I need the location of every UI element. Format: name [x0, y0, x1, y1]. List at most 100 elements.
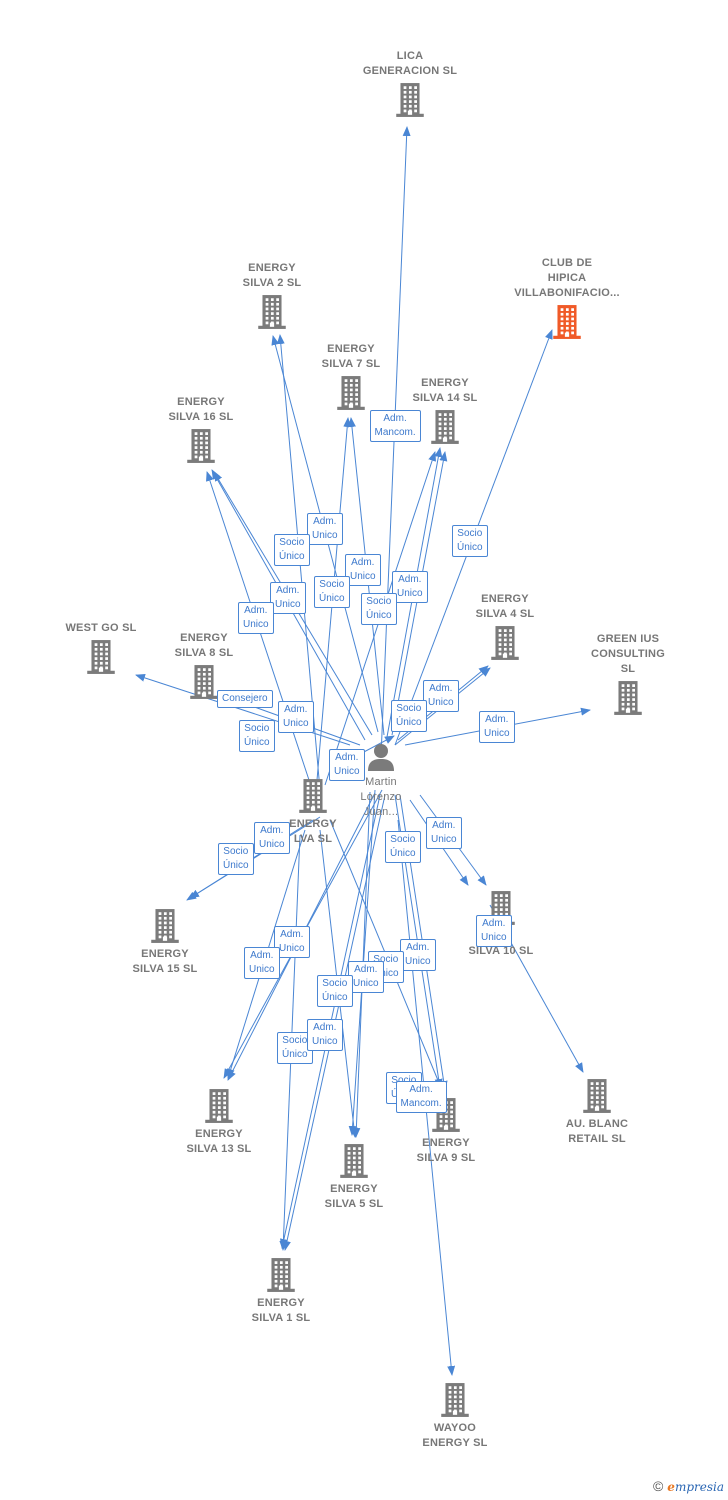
relation-badge[interactable]: Adm.Unico	[345, 554, 381, 586]
relation-badge[interactable]: Adm.Unico	[307, 513, 343, 545]
badge-text: Adm.	[406, 942, 430, 953]
relation-badge[interactable]: Adm.Unico	[476, 915, 512, 947]
badge-text: Adm.	[354, 964, 378, 975]
node-label-line: ENERGY	[289, 818, 337, 830]
badge-text: Socio	[457, 528, 483, 539]
badge-text: Adm.	[485, 714, 509, 725]
relation-badge[interactable]: Adm.Unico	[278, 701, 314, 733]
badge-text: Mancom.	[400, 1098, 442, 1109]
badge-text: Adm.	[335, 752, 359, 763]
badge-text: Unico	[312, 530, 338, 541]
node-label-line: ENERGY	[330, 1183, 378, 1195]
badge-text: Único	[390, 848, 416, 859]
node-label-line: SILVA 4 SL	[475, 608, 535, 620]
node-westgo[interactable]: WEST GO SL	[36, 621, 166, 678]
node-label-line: SILVA 10 SL	[468, 945, 534, 957]
node-label-line: AU. BLANC	[565, 1118, 629, 1130]
edge-19	[189, 816, 321, 899]
node-label-line: ENERGY	[327, 343, 375, 355]
relation-badge[interactable]: Adm.Unico	[307, 1019, 343, 1051]
badge-text: Adm.	[482, 918, 506, 929]
node-label-line: Lorenzo	[360, 791, 402, 803]
node-label-line: ENERGY SL	[422, 1437, 488, 1449]
node-label-line: VILLABONIFACIO...	[514, 287, 620, 299]
building-icon	[431, 410, 459, 444]
relation-badge[interactable]: Adm.Unico	[348, 961, 384, 993]
node-label-line: ENERGY	[248, 262, 296, 274]
node-label-line: SILVA 16 SL	[168, 411, 234, 423]
node-label: ENERGY SILVA 2 SL	[207, 261, 337, 291]
relation-badge[interactable]: Adm.Unico	[244, 947, 280, 979]
node-label-line: ENERGY	[422, 1137, 470, 1149]
badge-text: Socio	[282, 1035, 308, 1046]
badge-text: Unico	[405, 956, 431, 967]
node-label-line: SILVA 7 SL	[321, 358, 381, 370]
badge-text: Unico	[431, 834, 457, 845]
badge-text: Unico	[484, 728, 510, 739]
relation-badge[interactable]: Adm.Unico	[426, 817, 462, 849]
badge-text: Unico	[259, 839, 285, 850]
relation-badge[interactable]: Adm.Unico	[329, 749, 365, 781]
node-es2[interactable]: ENERGY SILVA 2 SL	[207, 261, 337, 333]
relation-badge[interactable]: Adm.Unico	[392, 571, 428, 603]
node-label-line: SILVA 2 SL	[242, 277, 302, 289]
relation-badge[interactable]: Adm.Unico	[274, 926, 310, 958]
building-icon	[151, 909, 179, 943]
relation-badge[interactable]: Adm.Mancom.	[395, 1081, 447, 1113]
node-label-line: GREEN IUS	[596, 633, 660, 645]
footer-brand[interactable]: ©empresia	[653, 1478, 724, 1494]
badge-text: Unico	[249, 964, 275, 975]
badge-text: Unico	[312, 1036, 338, 1047]
badge-text: Socio	[244, 723, 270, 734]
relation-badge[interactable]: Adm.Unico	[254, 822, 290, 854]
node-es7[interactable]: ENERGY SILVA 7 SL	[286, 342, 416, 414]
relation-badge[interactable]: Adm.Unico	[270, 582, 306, 614]
node-label-line: ENERGY	[421, 377, 469, 389]
node-label-line: SILVA 1 SL	[251, 1312, 311, 1324]
node-label-line: LICA	[396, 50, 424, 62]
node-label-line: Martin	[365, 776, 397, 788]
badge-text: Único	[366, 610, 392, 621]
node-label: WEST GO SL	[36, 621, 166, 636]
relation-badge[interactable]: Consejero	[217, 690, 273, 708]
relation-badge[interactable]: Adm.Unico	[238, 602, 274, 634]
relation-badge[interactable]: Adm. Unico	[400, 939, 436, 971]
relation-badge[interactable]: Adm.Mancom.	[369, 410, 421, 442]
relation-badge[interactable]: Adm. Unico	[479, 711, 515, 743]
badge-text: Único	[457, 542, 483, 553]
relation-badge[interactable]: Adm.Unico	[423, 680, 459, 712]
